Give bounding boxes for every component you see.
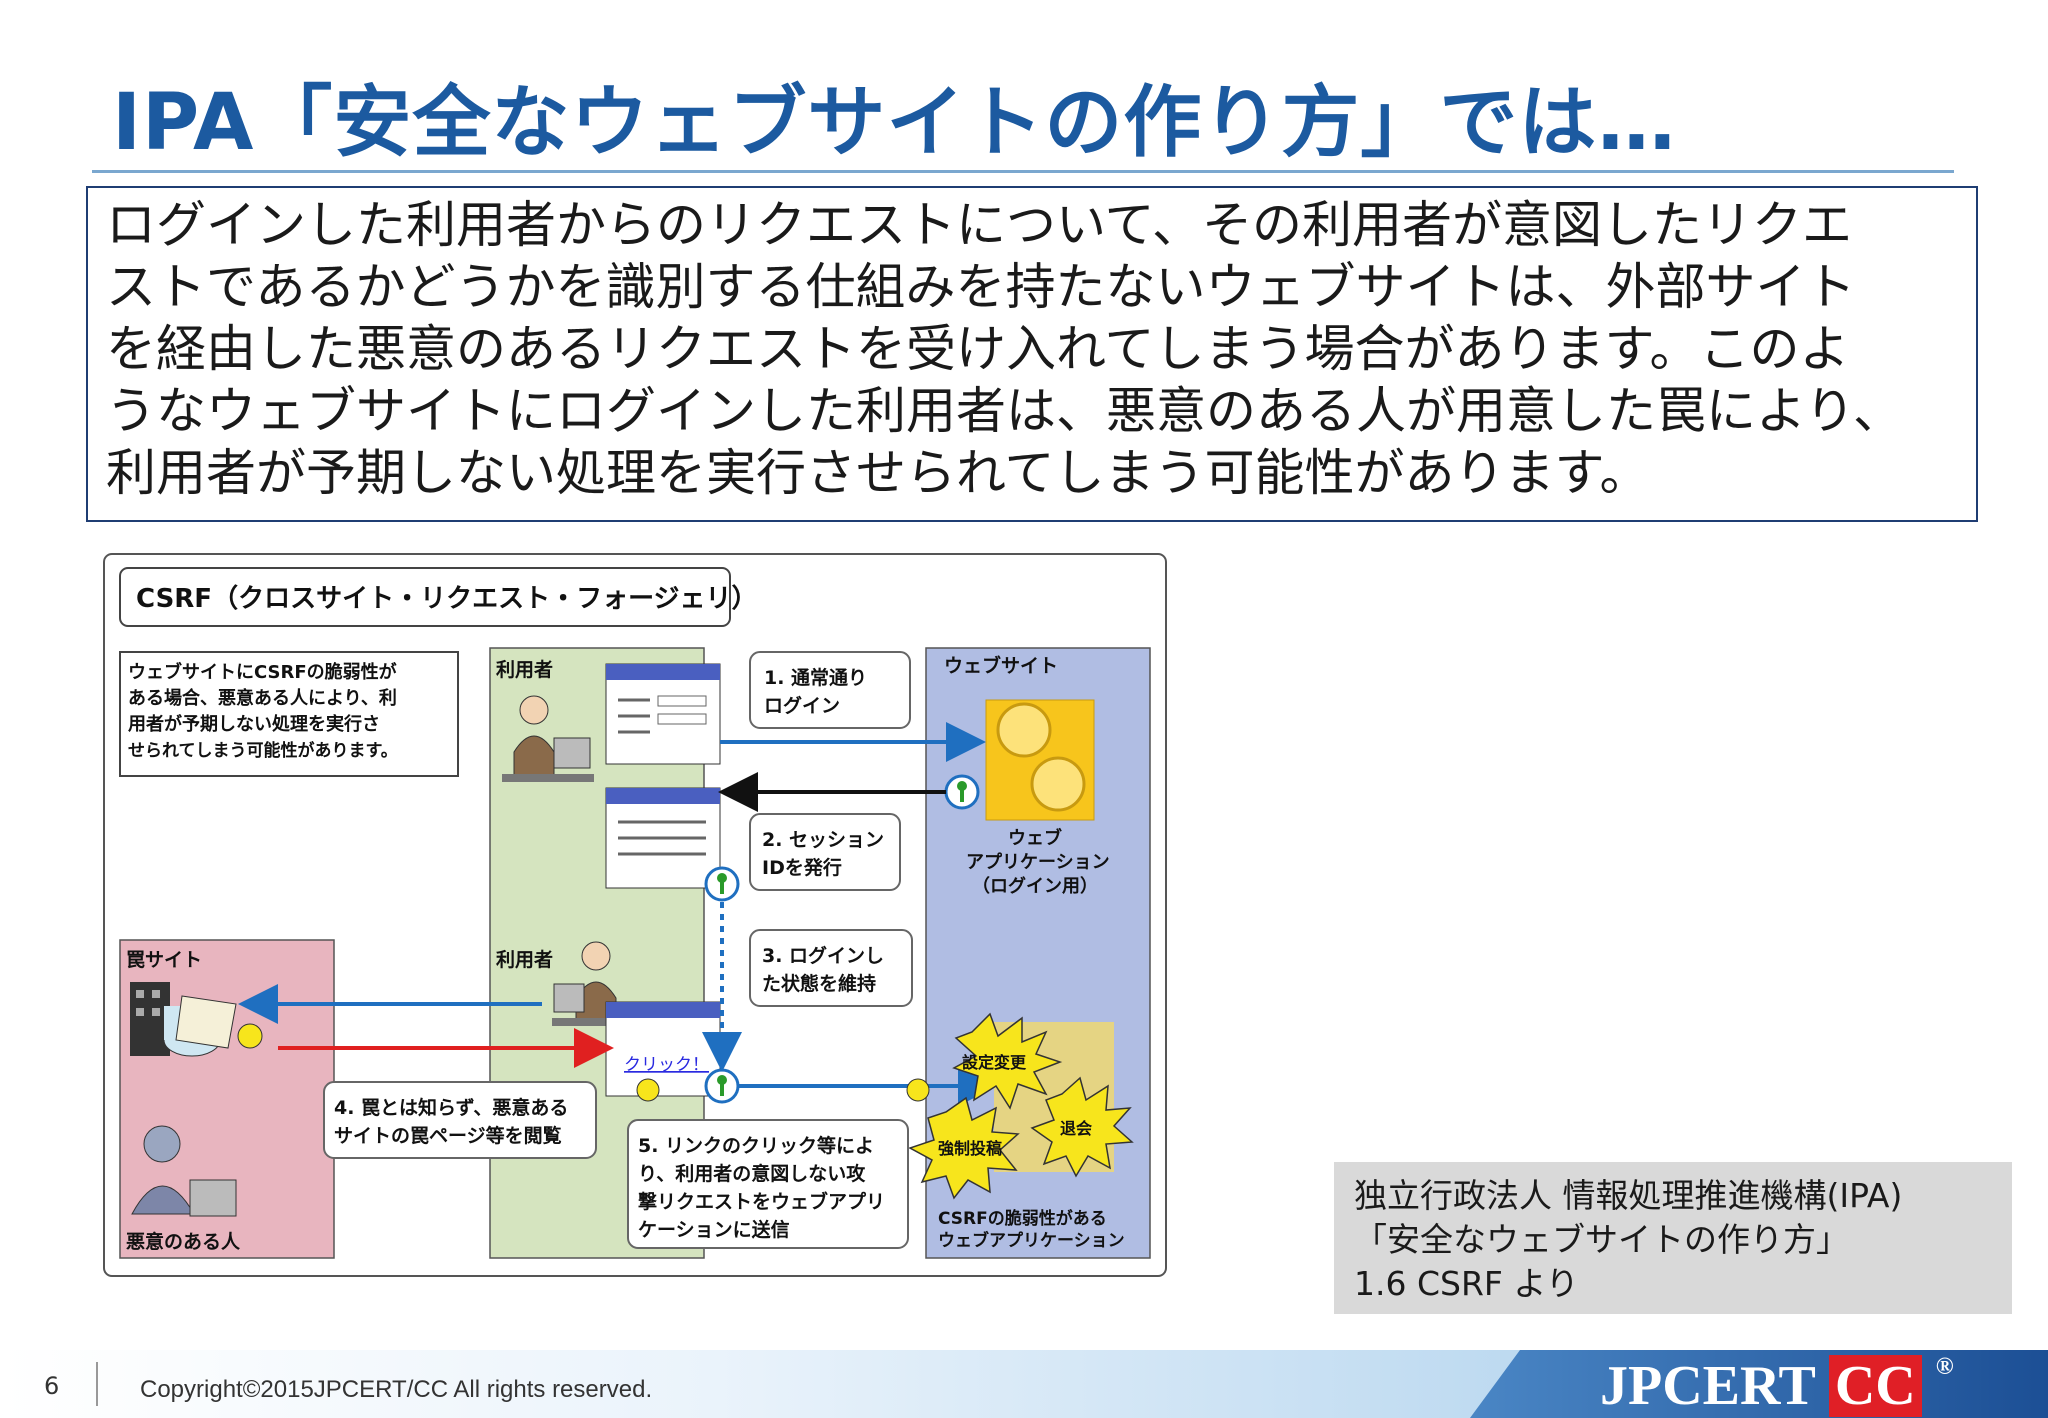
app-label: アプリケーション: [966, 851, 1110, 873]
burst-withdraw: [1030, 1076, 1134, 1178]
quote-box: ログインした利用者からのリクエストについて、その利用者が意図したリクエ ストであ…: [86, 186, 1978, 522]
step-text: 5. リンクのクリック等によ: [638, 1134, 874, 1157]
diagram-heading: CSRF（クロスサイト・リクエスト・フォージェリ）: [136, 584, 758, 614]
citation-line: 独立行政法人 情報処理推進機構(IPA): [1354, 1176, 1903, 1215]
intro-line: ウェブサイトにCSRFの脆弱性が: [128, 661, 397, 683]
quote-line: うなウェブサイトにログインした利用者は、悪意のある人が用意した罠により、: [106, 382, 1903, 440]
user-at-pc-icon: [502, 695, 594, 782]
attacker-label: 悪意のある人: [126, 1230, 241, 1253]
intro-line: せられてしまう可能性があります。: [128, 740, 398, 761]
step-text: た状態を維持: [762, 972, 876, 995]
step-text: 1. 通常通り: [764, 666, 867, 689]
attacker-icon: [131, 1125, 237, 1217]
session-key-icon: [704, 1068, 740, 1104]
intro-line: ある場合、悪意ある人により、利: [128, 687, 397, 709]
clicked-page-icon: [605, 1001, 721, 1097]
jpcert-logo: JPCERT CC ®: [1600, 1354, 1954, 1418]
login-page-icon: [605, 663, 721, 765]
slide-title: IPA「安全なウェブサイトの作り方」では…: [112, 78, 1677, 168]
bomb-icon: [906, 1078, 930, 1102]
footer-bar: 6 Copyright©2015JPCERT/CC All rights res…: [0, 1350, 2048, 1418]
app-label: ウェブ: [1008, 827, 1062, 849]
burst-label: 退会: [1060, 1119, 1092, 1138]
trap-site-label: 罠サイト: [126, 949, 202, 971]
click-link: クリック！: [624, 1055, 709, 1075]
quote-line: 利用者が予期しない処理を実行させられてしまう可能性があります。: [106, 444, 1650, 502]
logo-cc: CC: [1828, 1355, 1922, 1417]
logo-band: [1470, 1350, 2048, 1418]
session-key-icon: [944, 774, 980, 810]
website-label: ウェブサイト: [944, 654, 1058, 677]
logo-registered-mark: ®: [1935, 1354, 1954, 1380]
intro-line: 用者が予期しない処理を実行さ: [128, 713, 380, 735]
csrf-diagram: CSRF（クロスサイト・リクエスト・フォージェリ） ウェブサイトにCSRFの脆弱…: [103, 553, 1167, 1277]
web-app-gears-icon: [985, 699, 1095, 821]
burst-label: 設定変更: [962, 1053, 1027, 1072]
step-text: 4. 罠とは知らず、悪意ある: [334, 1096, 568, 1119]
session-key-icon: [704, 866, 740, 902]
step-text: ログイン: [764, 694, 840, 717]
intro-box: [119, 651, 459, 777]
bomb-icon: [636, 1078, 660, 1102]
burst-settings: [952, 1012, 1063, 1110]
step-4-callout: 4. 罠とは知らず、悪意ある サイトの罠ページ等を閲覧: [323, 1081, 597, 1159]
vuln-app-label: ウェブアプリケーション: [938, 1230, 1125, 1251]
step-text: 2. セッション: [762, 829, 884, 851]
quote-line: ログインした利用者からのリクエストについて、その利用者が意図したリクエ: [106, 196, 1852, 254]
diagram-heading-box: [119, 567, 731, 627]
step-2-callout: 2. セッション IDを発行: [749, 813, 901, 891]
citation-line: 1.6 CSRF より: [1354, 1264, 1579, 1303]
step-text: 3. ログインし: [762, 944, 884, 967]
step-text: 撃リクエストをウェブアプリ: [638, 1190, 885, 1213]
user-label: 利用者: [496, 659, 553, 681]
burst-label: 強制投稿: [938, 1139, 1002, 1158]
user-label-2: 利用者: [496, 949, 553, 971]
step-3-callout: 3. ログインし た状態を維持: [749, 929, 913, 1007]
step-1-callout: 1. 通常通り ログイン: [749, 651, 911, 729]
step-text: IDを発行: [762, 856, 842, 879]
title-divider: [92, 170, 1954, 173]
step-text: ケーションに送信: [638, 1218, 790, 1241]
burst-forced-post: [908, 1096, 1020, 1200]
app-label: （ログイン用）: [972, 875, 1098, 897]
step-text: サイトの罠ページ等を閲覧: [334, 1124, 562, 1147]
vuln-app-label: CSRFの脆弱性がある: [938, 1208, 1107, 1229]
citation-box: 独立行政法人 情報処理推進機構(IPA) 「安全なウェブサイトの作り方」 1.6…: [1334, 1162, 2012, 1314]
trap-site-icon: [130, 982, 263, 1057]
citation-line: 「安全なウェブサイトの作り方」: [1354, 1220, 1849, 1259]
quote-line: ストであるかどうかを識別する仕組みを持たないウェブサイトは、外部サイト: [106, 258, 1856, 316]
session-page-icon: [605, 787, 721, 889]
page-number: 6: [44, 1372, 60, 1400]
footer-divider: [96, 1362, 98, 1406]
quote-line: を経由した悪意のあるリクエストを受け入れてしまう場合があります。このよ: [106, 320, 1850, 378]
logo-text: JPCERT: [1600, 1355, 1815, 1417]
step-5-callout: 5. リンクのクリック等によ り、利用者の意図しない攻 撃リクエストをウェブアプ…: [627, 1119, 909, 1249]
copyright-text: Copyright©2015JPCERT/CC All rights reser…: [140, 1376, 653, 1403]
step-text: り、利用者の意図しない攻: [638, 1162, 866, 1185]
